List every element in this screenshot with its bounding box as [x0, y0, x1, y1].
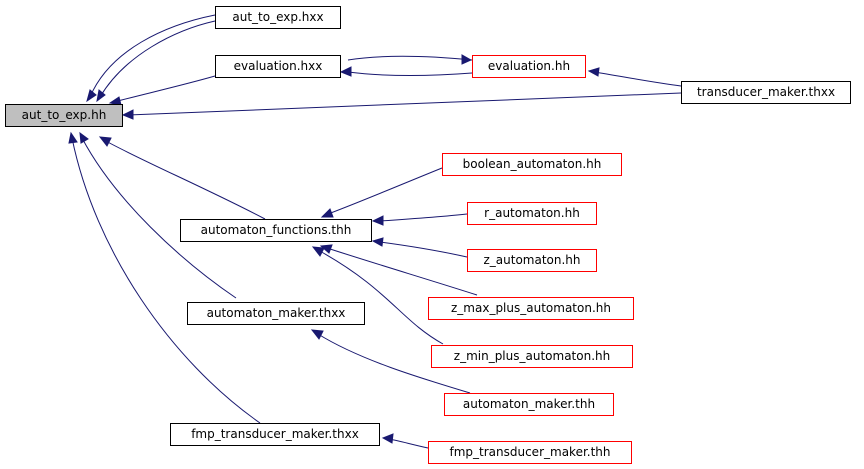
- edge-fmp-transducer-maker-to-aut-to-exp-hh: [68, 131, 261, 424]
- edge-evaluation-hxx-to-aut-to-exp-hh: [108, 75, 216, 106]
- node-evaluation-hh[interactable]: evaluation.hh: [472, 55, 586, 78]
- node-automaton-functions-thh[interactable]: automaton_functions.thh: [180, 219, 372, 242]
- edge-z-max-plus-to-automaton-functions: [319, 244, 478, 296]
- edge-r-automaton-to-automaton-functions: [371, 213, 468, 226]
- node-fmp-transducer-maker-thh[interactable]: fmp_transducer_maker.thh: [428, 441, 632, 464]
- edge-z-min-plus-to-automaton-functions: [311, 246, 444, 345]
- node-boolean-automaton-hh[interactable]: boolean_automaton.hh: [442, 153, 622, 176]
- node-z-max-plus-automaton-hh[interactable]: z_max_plus_automaton.hh: [428, 297, 634, 320]
- node-aut-to-exp-hh: aut_to_exp.hh: [5, 104, 123, 127]
- edge-boolean-automaton-to-automaton-functions: [320, 167, 443, 218]
- node-r-automaton-hh[interactable]: r_automaton.hh: [467, 202, 597, 225]
- edge-transducer-maker-to-aut-to-exp-hh: [121, 92, 682, 120]
- node-aut-to-exp-hxx[interactable]: aut_to_exp.hxx: [215, 6, 341, 29]
- edge-automaton-functions-to-aut-to-exp-hh: [98, 136, 266, 220]
- node-evaluation-hxx[interactable]: evaluation.hxx: [215, 55, 341, 78]
- edge-z-automaton-to-automaton-functions: [371, 237, 468, 258]
- edge-transducer-maker-to-evaluation-hh: [587, 67, 682, 87]
- edge-fmp-thh-to-fmp-thxx: [381, 433, 429, 449]
- edge-aut-to-exp-hxx-to-aut-to-exp-hh: [86, 14, 216, 103]
- edge-evaluation-hh-to-evaluation-hxx: [339, 54, 473, 77]
- node-fmp-transducer-maker-thxx[interactable]: fmp_transducer_maker.thxx: [170, 423, 380, 446]
- edge-automaton-maker-to-aut-to-exp-hh: [79, 131, 237, 299]
- node-automaton-maker-thxx[interactable]: automaton_maker.thxx: [187, 302, 365, 325]
- node-transducer-maker-thxx[interactable]: transducer_maker.thxx: [681, 81, 851, 104]
- node-automaton-maker-thh[interactable]: automaton_maker.thh: [444, 393, 614, 416]
- node-z-min-plus-automaton-hh[interactable]: z_min_plus_automaton.hh: [431, 345, 633, 368]
- node-z-automaton-hh[interactable]: z_automaton.hh: [467, 249, 597, 272]
- edge-automaton-maker-thh-to-thxx: [310, 329, 471, 394]
